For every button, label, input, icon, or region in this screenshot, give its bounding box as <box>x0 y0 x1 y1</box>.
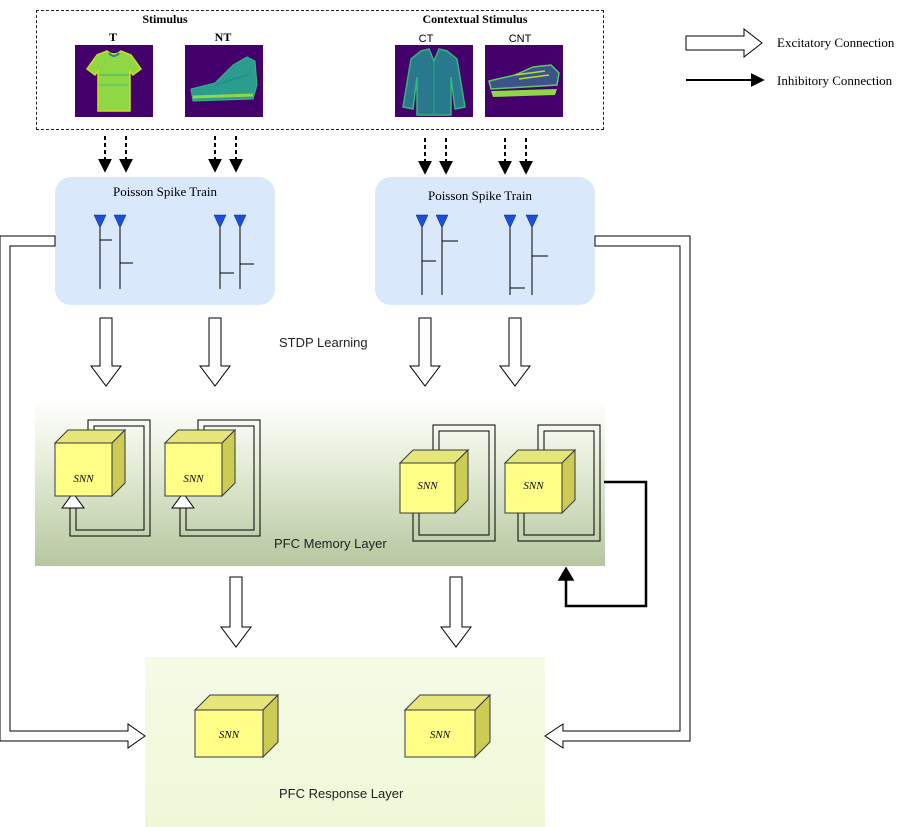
shoe-icon <box>190 56 258 102</box>
snn-cube-memory-1 <box>53 428 127 498</box>
snn-cube-memory-3 <box>398 448 470 515</box>
spike-train-left <box>99 222 254 289</box>
image-label-nt: NT <box>214 30 232 44</box>
stimulus-frame <box>36 10 604 130</box>
snn-label-memory-3: SNN <box>417 480 438 492</box>
stimulus-title: Stimulus <box>142 12 188 26</box>
image-label-t: T <box>108 30 117 44</box>
snn-label-memory-4: SNN <box>523 480 544 492</box>
image-label-ct: CT <box>418 33 434 45</box>
memory-to-response-arrows <box>220 576 472 648</box>
stimulus-dashed-arrows <box>98 136 533 175</box>
shirt-icon <box>402 48 466 116</box>
poisson-title-right: Poisson Spike Train <box>427 188 533 203</box>
pfc-response-layer-label: PFC Response Layer <box>279 786 404 801</box>
memory-recurrent-loops <box>69 419 601 542</box>
snn-label-memory-1: SNN <box>73 473 94 485</box>
sneaker-icon <box>488 64 560 97</box>
right-bypass-connector <box>544 235 691 749</box>
poisson-title-left: Poisson Spike Train <box>112 184 218 199</box>
snn-cube-memory-4 <box>503 448 577 515</box>
stdp-arrows <box>90 317 531 387</box>
snn-cube-response-2 <box>403 693 492 759</box>
snn-cube-response-1 <box>193 693 280 759</box>
poisson-spike-train-right <box>375 177 595 305</box>
sneaker-image <box>485 45 563 117</box>
spike-train-right <box>421 222 548 295</box>
image-label-cnt: CNT <box>508 33 532 45</box>
spike-markers-left <box>93 214 247 229</box>
legend-excitatory-label: Excitatory Connection <box>777 35 895 50</box>
legend-excitatory-arrow <box>685 27 763 59</box>
snn-label-response-2: SNN <box>429 729 451 741</box>
legend-inhibitory-label: Inhibitory Connection <box>777 73 893 88</box>
tshirt-image <box>75 45 153 117</box>
response-cubes <box>193 693 492 759</box>
shirt-image <box>395 45 473 117</box>
spike-markers-right <box>415 214 539 229</box>
shoe-image <box>185 45 263 117</box>
snn-label-memory-2: SNN <box>183 473 204 485</box>
memory-cubes <box>53 428 577 515</box>
snn-cube-memory-2 <box>163 428 237 498</box>
left-bypass-connector <box>0 235 146 749</box>
tshirt-icon <box>85 50 143 112</box>
poisson-spike-train-left <box>55 177 275 305</box>
inhibitory-connection <box>557 480 648 608</box>
contextual-stimulus-title: Contextual Stimulus <box>422 12 528 26</box>
snn-label-response-1: SNN <box>218 729 240 741</box>
stdp-learning-label: STDP Learning <box>279 335 368 350</box>
pfc-memory-layer-label: PFC Memory Layer <box>274 536 387 551</box>
